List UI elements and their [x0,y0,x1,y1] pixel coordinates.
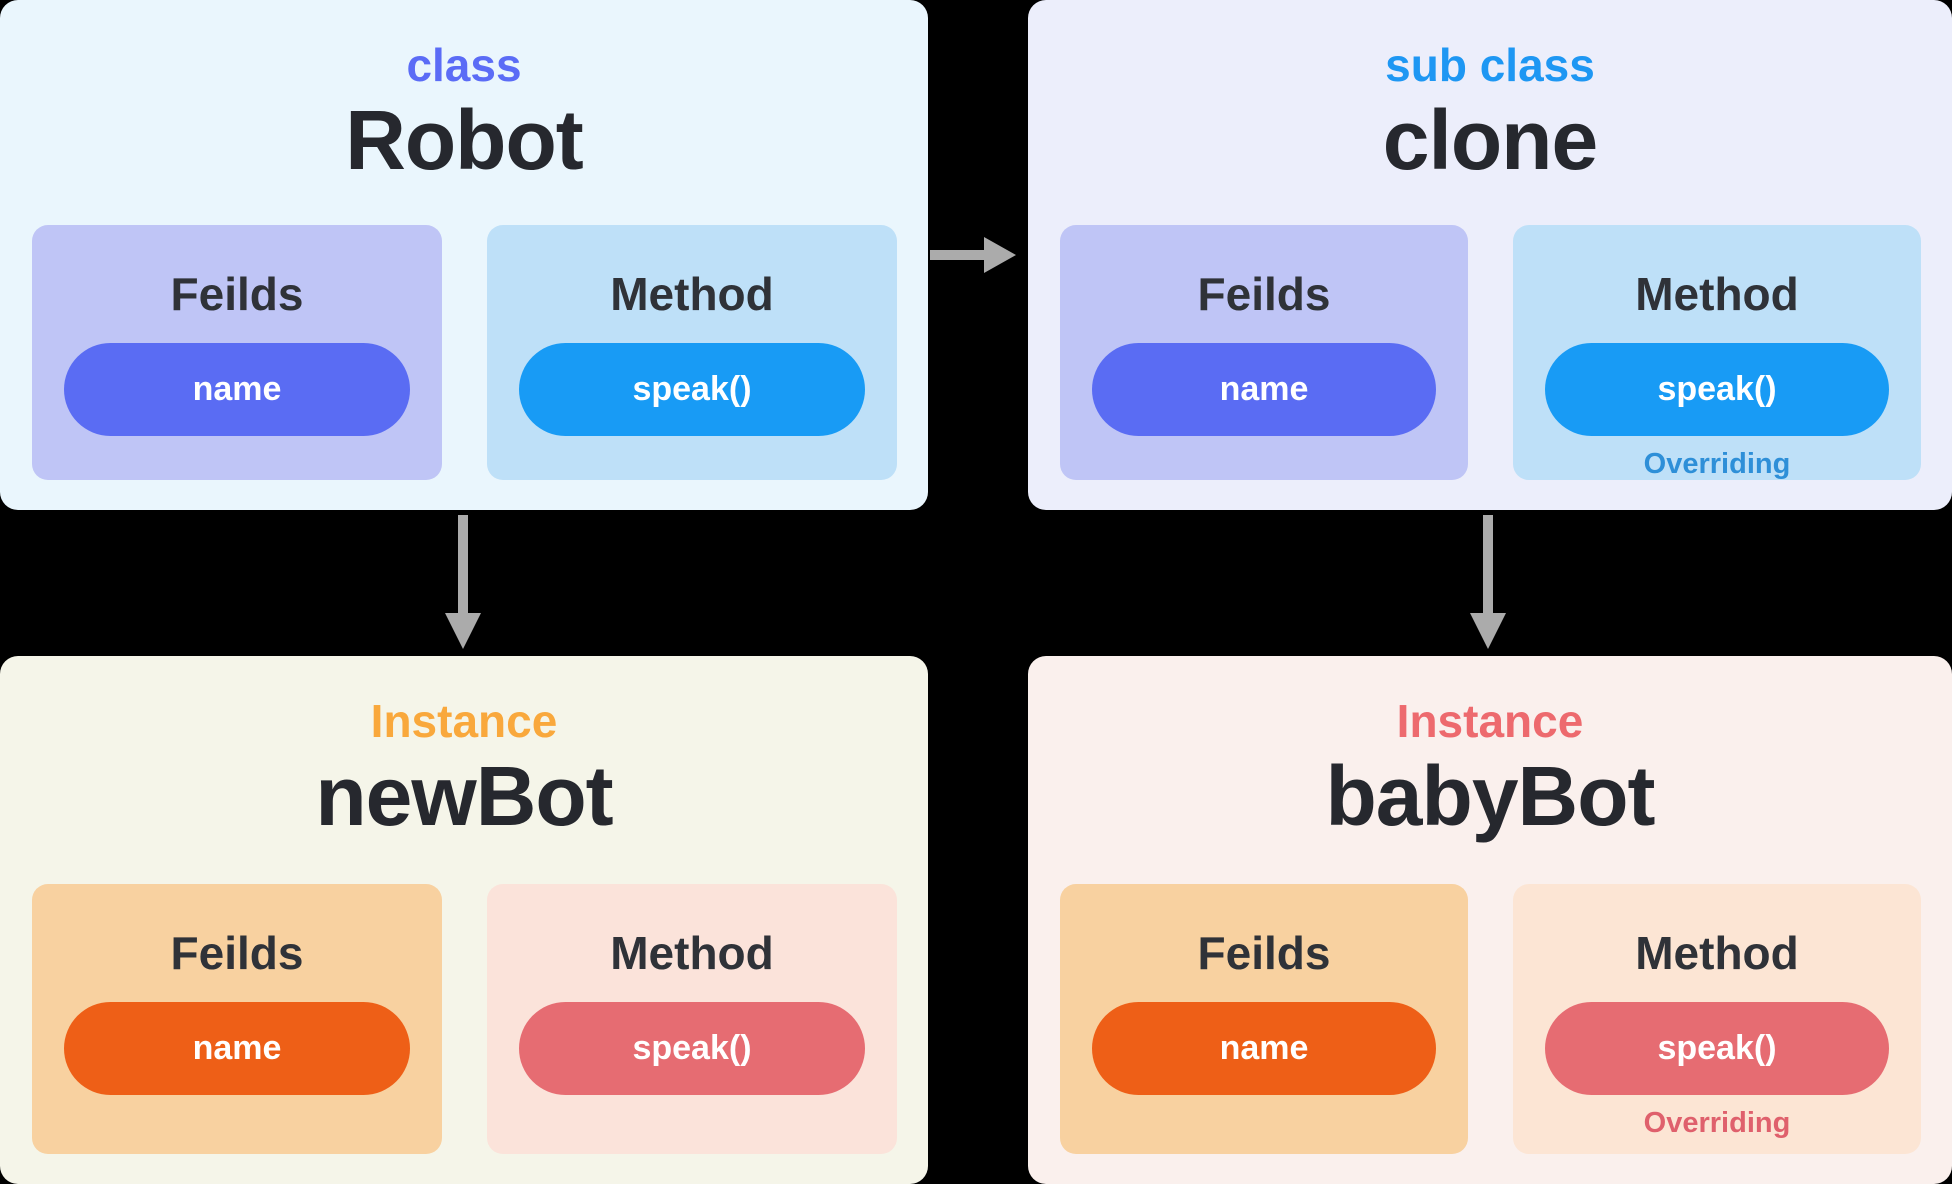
field-pill: name [64,343,410,436]
panel-heading: Method [1635,268,1799,320]
card-kind-label: sub class [1385,39,1595,91]
card-panels: Feilds name Method speak() [0,884,928,1154]
card-title: newBot [315,749,613,843]
method-panel: Method speak() Overriding [1513,884,1921,1154]
overriding-note: Overriding [1643,448,1791,480]
panel-heading: Feilds [1197,927,1331,979]
card-subclass-clone: sub class clone Feilds name Method speak… [1028,0,1952,510]
field-pill: name [1092,1002,1436,1095]
field-pill: name [1092,343,1436,436]
inheritance-arrow-right-icon [930,233,1016,277]
fields-panel: Feilds name [1060,225,1468,480]
panel-heading: Method [610,927,774,979]
panel-heading: Feilds [170,268,304,320]
card-panels: Feilds name Method speak() [0,225,928,480]
method-panel: Method speak() Overriding [1513,225,1921,480]
instantiation-arrow-down-right-icon [1466,515,1510,649]
card-title: clone [1382,93,1598,187]
method-pill: speak() [519,343,865,436]
card-kind-label: Instance [1396,695,1584,747]
card-kind-label: Instance [370,695,558,747]
instantiation-arrow-down-left-icon [441,515,485,649]
panel-heading: Method [610,268,774,320]
fields-panel: Feilds name [32,884,442,1154]
method-pill: speak() [1545,343,1889,436]
card-kind-label: class [406,39,522,91]
card-class-robot: class Robot Feilds name Method speak() [0,0,928,510]
panel-heading: Feilds [1197,268,1331,320]
method-pill: speak() [519,1002,865,1095]
card-instance-babybot: Instance babyBot Feilds name Method spea… [1028,656,1952,1184]
field-pill: name [64,1002,410,1095]
card-panels: Feilds name Method speak() Overriding [1028,225,1952,480]
method-pill: speak() [1545,1002,1889,1095]
method-panel: Method speak() [487,225,897,480]
card-instance-newbot: Instance newBot Feilds name Method speak… [0,656,928,1184]
panel-heading: Feilds [170,927,304,979]
method-panel: Method speak() [487,884,897,1154]
fields-panel: Feilds name [1060,884,1468,1154]
fields-panel: Feilds name [32,225,442,480]
overriding-note: Overriding [1643,1107,1791,1139]
card-title: babyBot [1325,749,1656,843]
card-panels: Feilds name Method speak() Overriding [1028,884,1952,1154]
card-title: Robot [345,93,584,187]
panel-heading: Method [1635,927,1799,979]
